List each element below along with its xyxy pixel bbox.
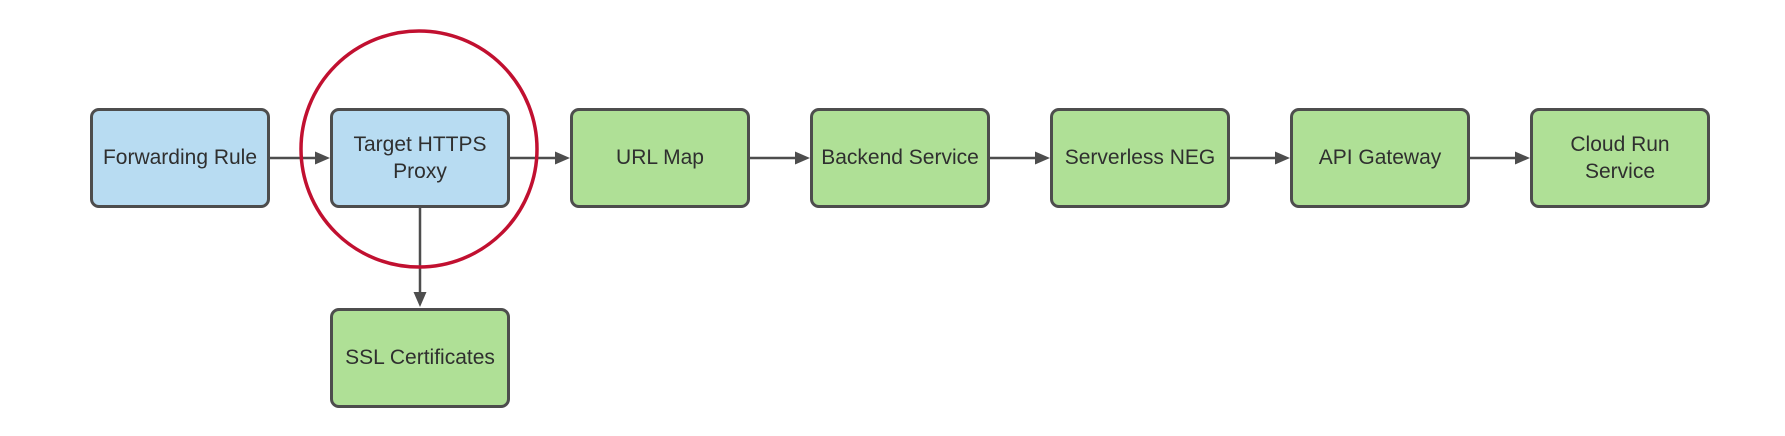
arrow-url-map-to-backend-service [750,151,810,165]
node-backend-service-label: Backend Service [821,146,979,170]
node-url-map-label: URL Map [616,146,704,170]
node-target-https-proxy-label: Target HTTPS Proxy [353,132,487,183]
arrow-target-https-proxy-to-url-map [510,151,570,165]
node-cloud-run-service-label: Cloud Run Service [1570,132,1670,183]
arrow-forwarding-rule-to-target-https-proxy [270,151,330,165]
node-api-gateway: API Gateway [1290,108,1470,208]
node-forwarding-rule: Forwarding Rule [90,108,270,208]
node-api-gateway-label: API Gateway [1318,146,1442,170]
node-serverless-neg-label: Serverless NEG [1064,146,1216,170]
arrow-api-gateway-to-cloud-run-service [1470,151,1530,165]
node-cloud-run-service: Cloud Run Service [1530,108,1710,208]
arrow-backend-service-to-serverless-neg [990,151,1050,165]
node-ssl-certificates-label: SSL Certificates [345,346,495,370]
arrow-target-https-proxy-to-ssl-certificates [413,208,427,307]
node-forwarding-rule-label: Forwarding Rule [102,146,258,170]
node-url-map: URL Map [570,108,750,208]
highlight-circle [299,29,539,269]
node-ssl-certificates: SSL Certificates [330,308,510,408]
arrow-serverless-neg-to-api-gateway [1230,151,1290,165]
node-serverless-neg: Serverless NEG [1050,108,1230,208]
node-target-https-proxy: Target HTTPS Proxy [330,108,510,208]
node-backend-service: Backend Service [810,108,990,208]
